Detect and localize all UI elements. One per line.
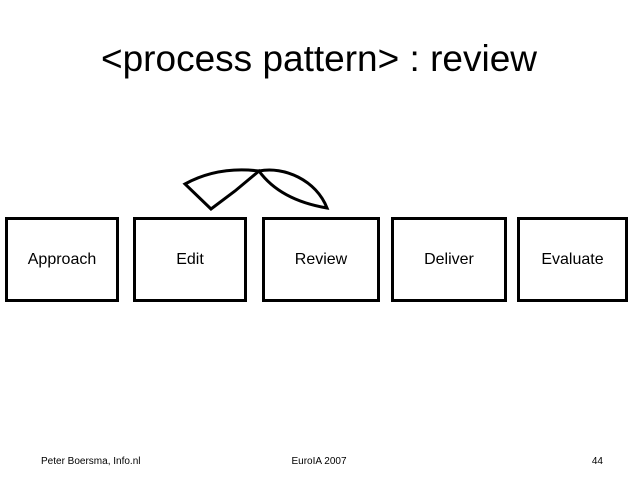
process-step-edit: Edit [133, 217, 247, 302]
process-step-label: Review [294, 250, 348, 268]
process-step-deliver: Deliver [391, 217, 507, 302]
process-step-review: Review [262, 217, 380, 302]
process-step-label: Evaluate [541, 250, 604, 268]
slide-footer: Peter Boersma, Info.nl EuroIA 2007 44 [0, 456, 638, 470]
process-step-approach: Approach [5, 217, 119, 302]
process-step-label: Approach [27, 250, 97, 268]
process-step-label: Deliver [424, 250, 474, 268]
footer-event: EuroIA 2007 [291, 456, 347, 467]
slide-title: <process pattern> : review [101, 38, 537, 79]
process-step-label: Edit [176, 250, 204, 268]
footer-author: Peter Boersma, Info.nl [41, 456, 141, 467]
curved-loop-back-arrow-icon [182, 168, 330, 211]
process-step-evaluate: Evaluate [517, 217, 628, 302]
footer-page-number: 44 [591, 456, 603, 467]
